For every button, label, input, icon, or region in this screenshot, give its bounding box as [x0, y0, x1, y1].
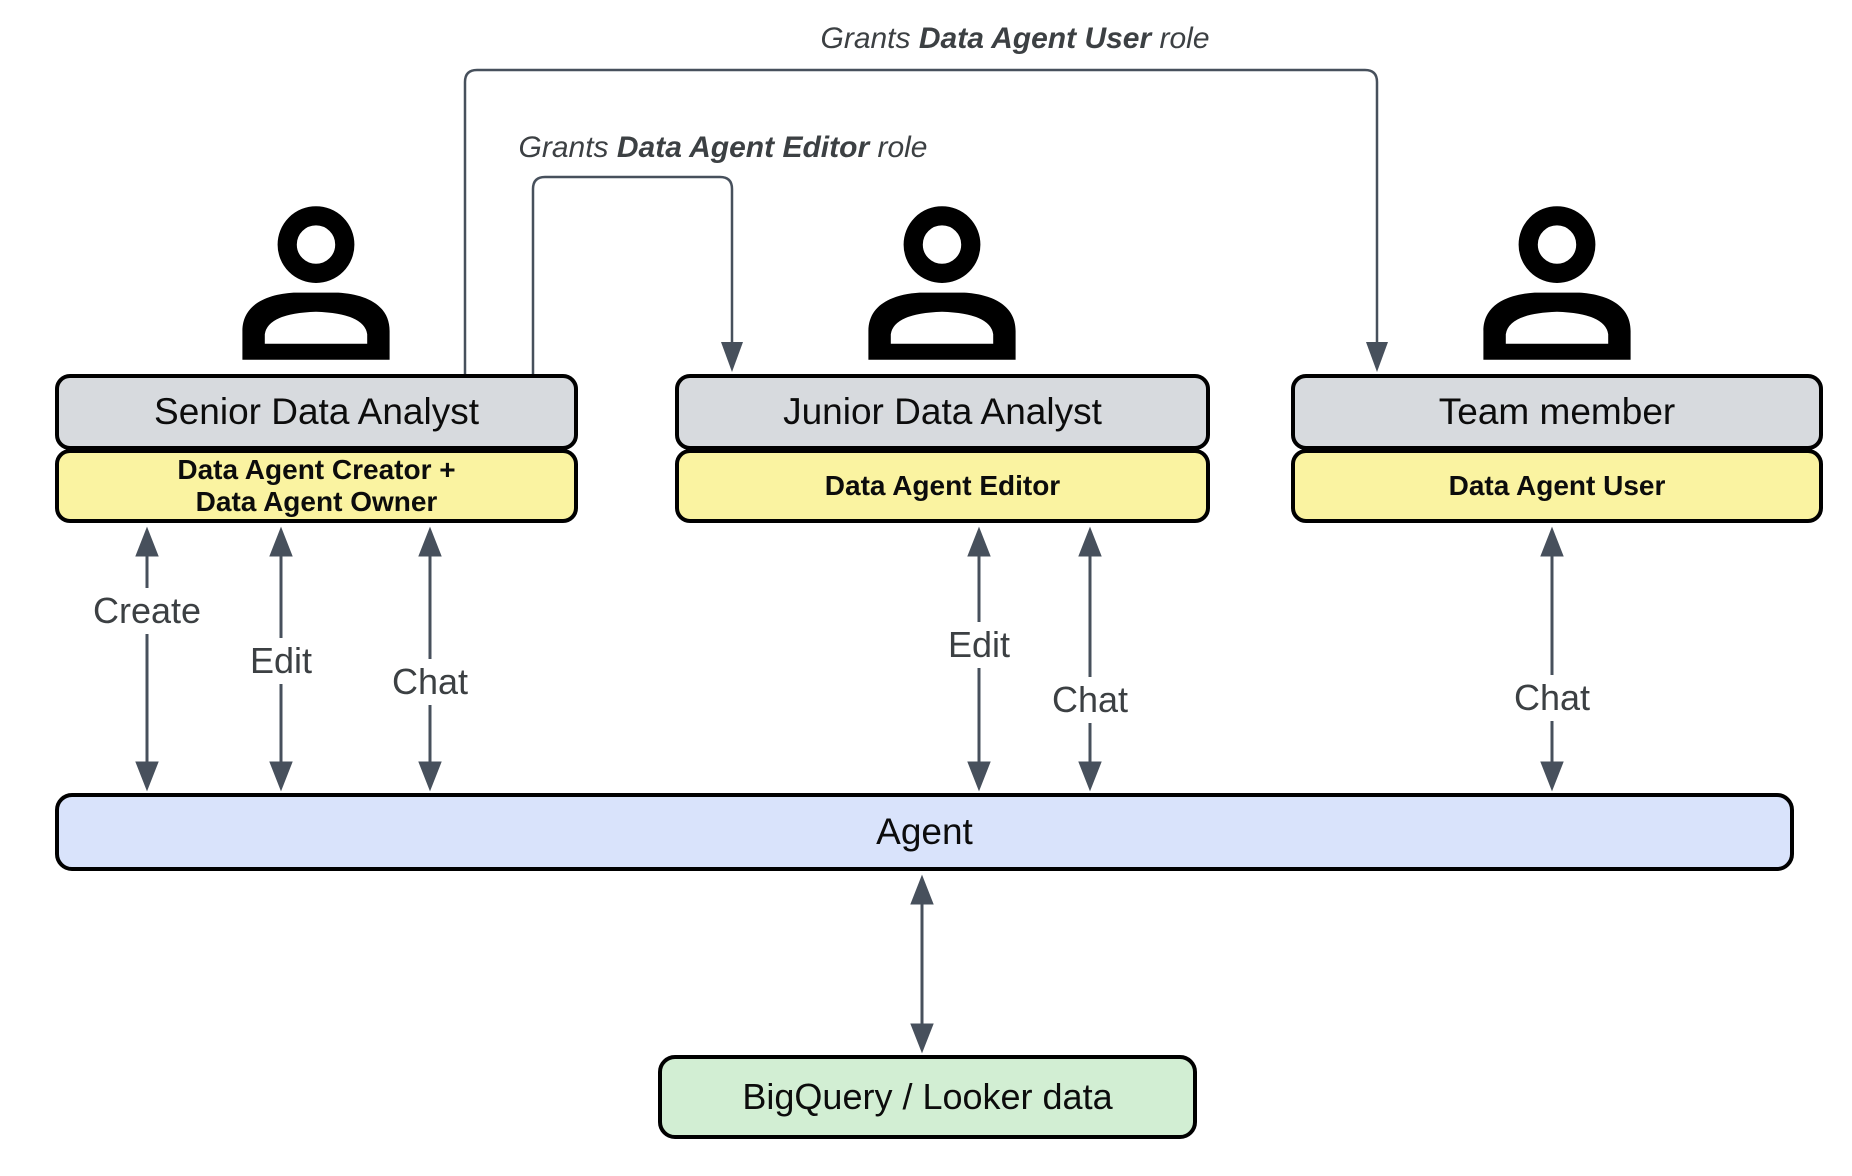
annotation-suffix: role [1151, 22, 1210, 55]
team-role-box: Data Agent User [1291, 449, 1823, 523]
team-member-box: Team member [1291, 374, 1823, 450]
create-arrow [135, 526, 159, 792]
junior-role-box: Data Agent Editor [675, 449, 1210, 523]
annotation-prefix: Grants [820, 22, 919, 55]
grant-editor-role-annotation: Grants Data Agent Editor role [519, 131, 928, 165]
bigquery-looker-data-box: BigQuery / Looker data [658, 1055, 1197, 1139]
action-label-edit-junior: Edit [939, 622, 1019, 668]
action-label-edit-senior: Edit [241, 638, 321, 684]
senior-data-analyst-box: Senior Data Analyst [55, 374, 578, 450]
annotation-suffix: role [869, 131, 928, 164]
action-label-chat-senior: Chat [383, 659, 477, 705]
role-line: Data Agent Owner [195, 486, 438, 517]
role-line: Data Agent Creator + [177, 454, 456, 485]
grant-user-role-annotation: Grants Data Agent User role [820, 22, 1209, 56]
junior-data-analyst-box: Junior Data Analyst [675, 374, 1210, 450]
actor-title: Junior Data Analyst [783, 391, 1102, 432]
annotation-role-name: Data Agent Editor [616, 131, 870, 164]
junior-chat-arrow [1078, 526, 1102, 792]
team-chat-arrow [1540, 526, 1564, 792]
action-label-chat-team: Chat [1505, 675, 1599, 721]
role-line: Data Agent User [1448, 470, 1666, 501]
arrowhead-icon [1366, 342, 1388, 372]
arrowhead-icon [721, 342, 743, 372]
actor-agent-arrows [135, 526, 1564, 1054]
annotation-prefix: Grants [518, 131, 617, 164]
grant-user-connector [463, 68, 1388, 374]
actor-title: Team member [1438, 391, 1676, 432]
person-icon [242, 206, 390, 360]
person-icon [1483, 206, 1631, 360]
action-label-create: Create [84, 588, 210, 634]
agent-box: Agent [55, 793, 1794, 871]
agent-label: Agent [876, 811, 973, 852]
annotation-role-name: Data Agent User [918, 22, 1152, 55]
grant-editor-connector [531, 175, 743, 374]
agent-datastore-arrow [910, 874, 934, 1054]
person-icon [868, 206, 1016, 360]
datastore-label: BigQuery / Looker data [742, 1076, 1113, 1117]
senior-role-box: Data Agent Creator + Data Agent Owner [55, 449, 578, 523]
role-line: Data Agent Editor [824, 470, 1061, 501]
actor-title: Senior Data Analyst [154, 391, 479, 432]
action-label-chat-junior: Chat [1043, 677, 1137, 723]
